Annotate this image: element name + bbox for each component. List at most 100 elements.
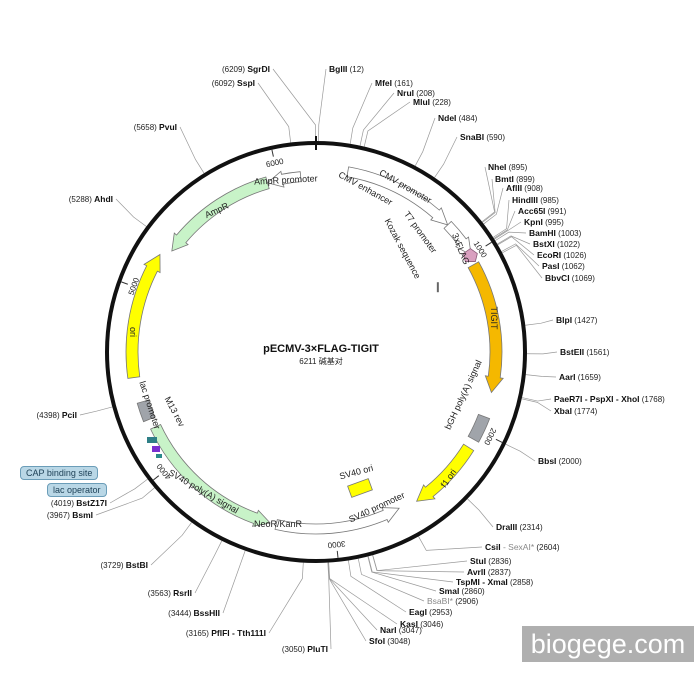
site-name-avrii: AvrII — [467, 567, 486, 577]
site-label-draiii: DraIII (2314) — [496, 522, 543, 532]
tick-label-3000: 3000 — [327, 539, 346, 550]
site-pos-kpni: (995) — [543, 218, 564, 227]
site-label-xbai: XbaI (1774) — [554, 406, 598, 416]
site-name-paer7i-pspxi-xhoi: PaeR7I - PspXI - XhoI — [554, 394, 640, 404]
site-label-bsshii: (3444) BssHII — [168, 608, 220, 618]
site-leader-smai — [367, 556, 437, 592]
site-leader-ndei — [414, 117, 436, 166]
site-label-kpni: KpnI (995) — [524, 217, 564, 227]
site-leader-pvui — [179, 126, 205, 174]
site-name-bsabi: BsaBI* — [427, 596, 454, 606]
site-pos-smai: (2860) — [459, 587, 485, 596]
site-label-pvui: (5658) PvuI — [134, 122, 177, 132]
site-leader-blpi — [525, 319, 554, 326]
site-leader-ecori — [497, 236, 535, 256]
site-name-bbsi: BbsI — [538, 456, 556, 466]
site-pos-nrui: (208) — [414, 89, 435, 98]
site-pos-bsmi: (3967) — [47, 511, 72, 520]
site-leader-bsshii — [222, 550, 246, 614]
site-label-hindiii: HindIII (985) — [512, 195, 559, 205]
site-pos-bstz17i: (4019) — [51, 499, 76, 508]
site-label-bamhi: BamHI (1003) — [529, 228, 582, 238]
site-pos-tspmi-xmai: (2858) — [508, 578, 534, 587]
site-label-nari: NarI (3047) — [380, 625, 422, 635]
site-name-pvui: PvuI — [159, 122, 177, 132]
site-leader-pluti — [327, 562, 332, 650]
site-name-aari: AarI — [559, 372, 576, 382]
feature-label-ori: ori — [128, 327, 138, 337]
site-leader-bbsi — [505, 443, 536, 462]
site-label-csii: CsiI - SexAI* (2604) — [485, 542, 560, 552]
site-leader-eagi — [348, 560, 407, 613]
site-name-blpi: BlpI — [556, 315, 572, 325]
site-pos-ahdi: (5288) — [69, 195, 94, 204]
site-leader-stui — [372, 555, 468, 571]
tick-1000 — [485, 241, 492, 247]
tick-2000 — [495, 438, 503, 443]
site-name-bstz17i: BstZ17I — [76, 498, 107, 508]
site-leader-csii — [418, 536, 483, 551]
site-label-mlui: MluI (228) — [413, 97, 451, 107]
site-leader-avrii — [372, 555, 465, 573]
site-name-ahdi: AhdI — [94, 194, 113, 204]
site-name-sgrdi: SgrDI — [247, 64, 270, 74]
site-leader-pcii — [79, 406, 113, 416]
site-label-mfei: MfeI (161) — [375, 78, 413, 88]
site-pos-eagi: (2953) — [427, 608, 453, 617]
neor-kanr-arrow — [150, 423, 271, 527]
site-pos-xbai: (1774) — [572, 407, 598, 416]
site-pos-bsshii: (3444) — [168, 609, 193, 618]
m13-rev-box — [152, 446, 160, 452]
site-pos-pvui: (5658) — [134, 123, 159, 132]
site-label-pluti: (3050) PluTI — [282, 644, 328, 654]
site-leader-nari — [328, 562, 378, 631]
site-label-paer7i-pspxi-xhoi: PaeR7I - PspXI - XhoI (1768) — [554, 394, 665, 404]
site-name-acc65i: Acc65I — [518, 206, 545, 216]
site-leader-bbvci — [502, 244, 543, 279]
site-name-bbvci: BbvCI — [545, 273, 570, 283]
site-name-nhei: NheI — [488, 162, 506, 172]
site-label-ahdi: (5288) AhdI — [69, 194, 113, 204]
site-label-bbsi: BbsI (2000) — [538, 456, 582, 466]
cap-site-box — [156, 454, 162, 458]
site-pos-hindiii: (985) — [538, 196, 559, 205]
site-pos-csii: (2604) — [534, 543, 560, 552]
site-name-mfei: MfeI — [375, 78, 392, 88]
site-label-bsabi: BsaBI* (2906) — [427, 596, 479, 606]
site-pos-bbsi: (2000) — [556, 457, 582, 466]
f1-ori-arrow — [416, 443, 475, 502]
feature-label-sv40-ori: SV40 ori — [338, 463, 374, 482]
site-leader-bsabi — [357, 558, 425, 602]
site-name-xbai: XbaI — [554, 406, 572, 416]
sv40-ori-box — [347, 478, 373, 498]
site-leader-pasi — [501, 243, 540, 267]
site-pos-stui: (2836) — [486, 557, 512, 566]
site-pos-aflii: (908) — [522, 184, 543, 193]
site-leader-sgrdi — [272, 68, 316, 142]
site-name-bstxi: BstXI — [533, 239, 555, 249]
site-name-pcii: PciI — [62, 410, 77, 420]
site-pos-nhei: (895) — [506, 163, 527, 172]
site-label-tspmi-xmai: TspMI - XmaI (2858) — [456, 577, 533, 587]
site-label-blpi: BlpI (1427) — [556, 315, 598, 325]
site-name-sspi: SspI — [237, 78, 255, 88]
site-label-sgrdi: (6209) SgrDI — [222, 64, 270, 74]
site-leader-snabi — [434, 136, 458, 178]
site-name-kasi: KasI — [400, 619, 418, 629]
site-label-bsteii: BstEII (1561) — [560, 347, 610, 357]
lac-operator-badge: lac operator — [47, 483, 107, 497]
tick-label-6000: 6000 — [265, 157, 285, 170]
site-leader-acc65i — [493, 210, 516, 239]
site-name-aflii: AflII — [506, 183, 522, 193]
site-leader-ahdi — [115, 198, 147, 227]
watermark: biogege.com — [522, 626, 694, 662]
site-pos-pcii: (4398) — [37, 411, 62, 420]
site-pos-sspi: (6092) — [212, 79, 237, 88]
tick-4000 — [153, 475, 160, 481]
site-name-smai: SmaI — [439, 586, 459, 596]
site-pos-sfoi: (3048) — [385, 637, 411, 646]
site-pos-avrii: (2837) — [486, 568, 512, 577]
site-pos-draiii: (2314) — [517, 523, 543, 532]
site-name-nrui: NruI — [397, 88, 414, 98]
